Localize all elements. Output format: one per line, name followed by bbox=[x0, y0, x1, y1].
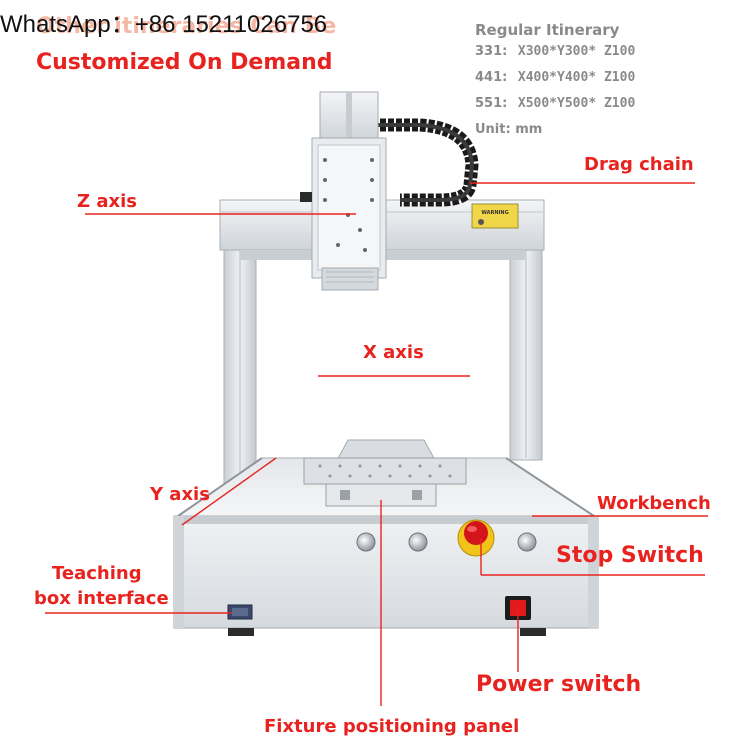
spec-title: Regular Itinerary bbox=[475, 21, 620, 39]
label-teaching-line2: box interface bbox=[34, 588, 169, 609]
label-teaching-line1: Teaching bbox=[52, 563, 142, 584]
fixture-plate bbox=[303, 439, 467, 507]
leader-lines bbox=[45, 182, 708, 706]
label-y-axis: Y axis bbox=[150, 484, 210, 505]
label-x-axis: X axis bbox=[363, 342, 424, 363]
warning-sticker: WARNING bbox=[471, 203, 519, 229]
stop-button-graphic bbox=[457, 519, 495, 557]
label-drag-chain: Drag chain bbox=[584, 154, 694, 175]
z-axis-head bbox=[300, 91, 387, 291]
banner-line1: Other itineraries Can Be bbox=[36, 14, 337, 39]
spec-row: 331: X300*Y300* Z100 bbox=[475, 44, 635, 59]
label-fixture-panel: Fixture positioning panel bbox=[264, 716, 520, 737]
left-upright bbox=[223, 244, 257, 486]
spec-model: 551: bbox=[475, 96, 508, 111]
label-z-axis: Z axis bbox=[77, 191, 137, 212]
spec-model: 331: bbox=[475, 44, 508, 59]
label-power-switch: Power switch bbox=[476, 672, 642, 697]
drag-chain bbox=[372, 118, 479, 207]
power-switch-graphic bbox=[505, 596, 531, 620]
label-stop-switch: Stop Switch bbox=[556, 543, 704, 568]
spec-dims: X500*Y500* Z100 bbox=[517, 96, 636, 111]
spec-dims: X400*Y400* Z100 bbox=[517, 70, 636, 85]
watermark-text: WhatsApp：+86 15211026756 bbox=[0, 11, 328, 38]
banner-line2: Customized On Demand bbox=[36, 50, 333, 75]
spec-row: 441: X400*Y400* Z100 bbox=[475, 70, 635, 85]
spec-dims: X300*Y300* Z100 bbox=[517, 44, 636, 59]
right-upright bbox=[509, 244, 543, 461]
control-knobs bbox=[356, 532, 537, 552]
spec-unit: Unit: mm bbox=[475, 122, 543, 137]
warning-sticker-text: WARNING bbox=[481, 210, 508, 216]
db9-port-graphic bbox=[227, 604, 253, 620]
spec-model: 441: bbox=[475, 70, 508, 85]
spec-row: 551: X500*Y500* Z100 bbox=[475, 96, 635, 111]
label-workbench: Workbench bbox=[597, 493, 711, 514]
